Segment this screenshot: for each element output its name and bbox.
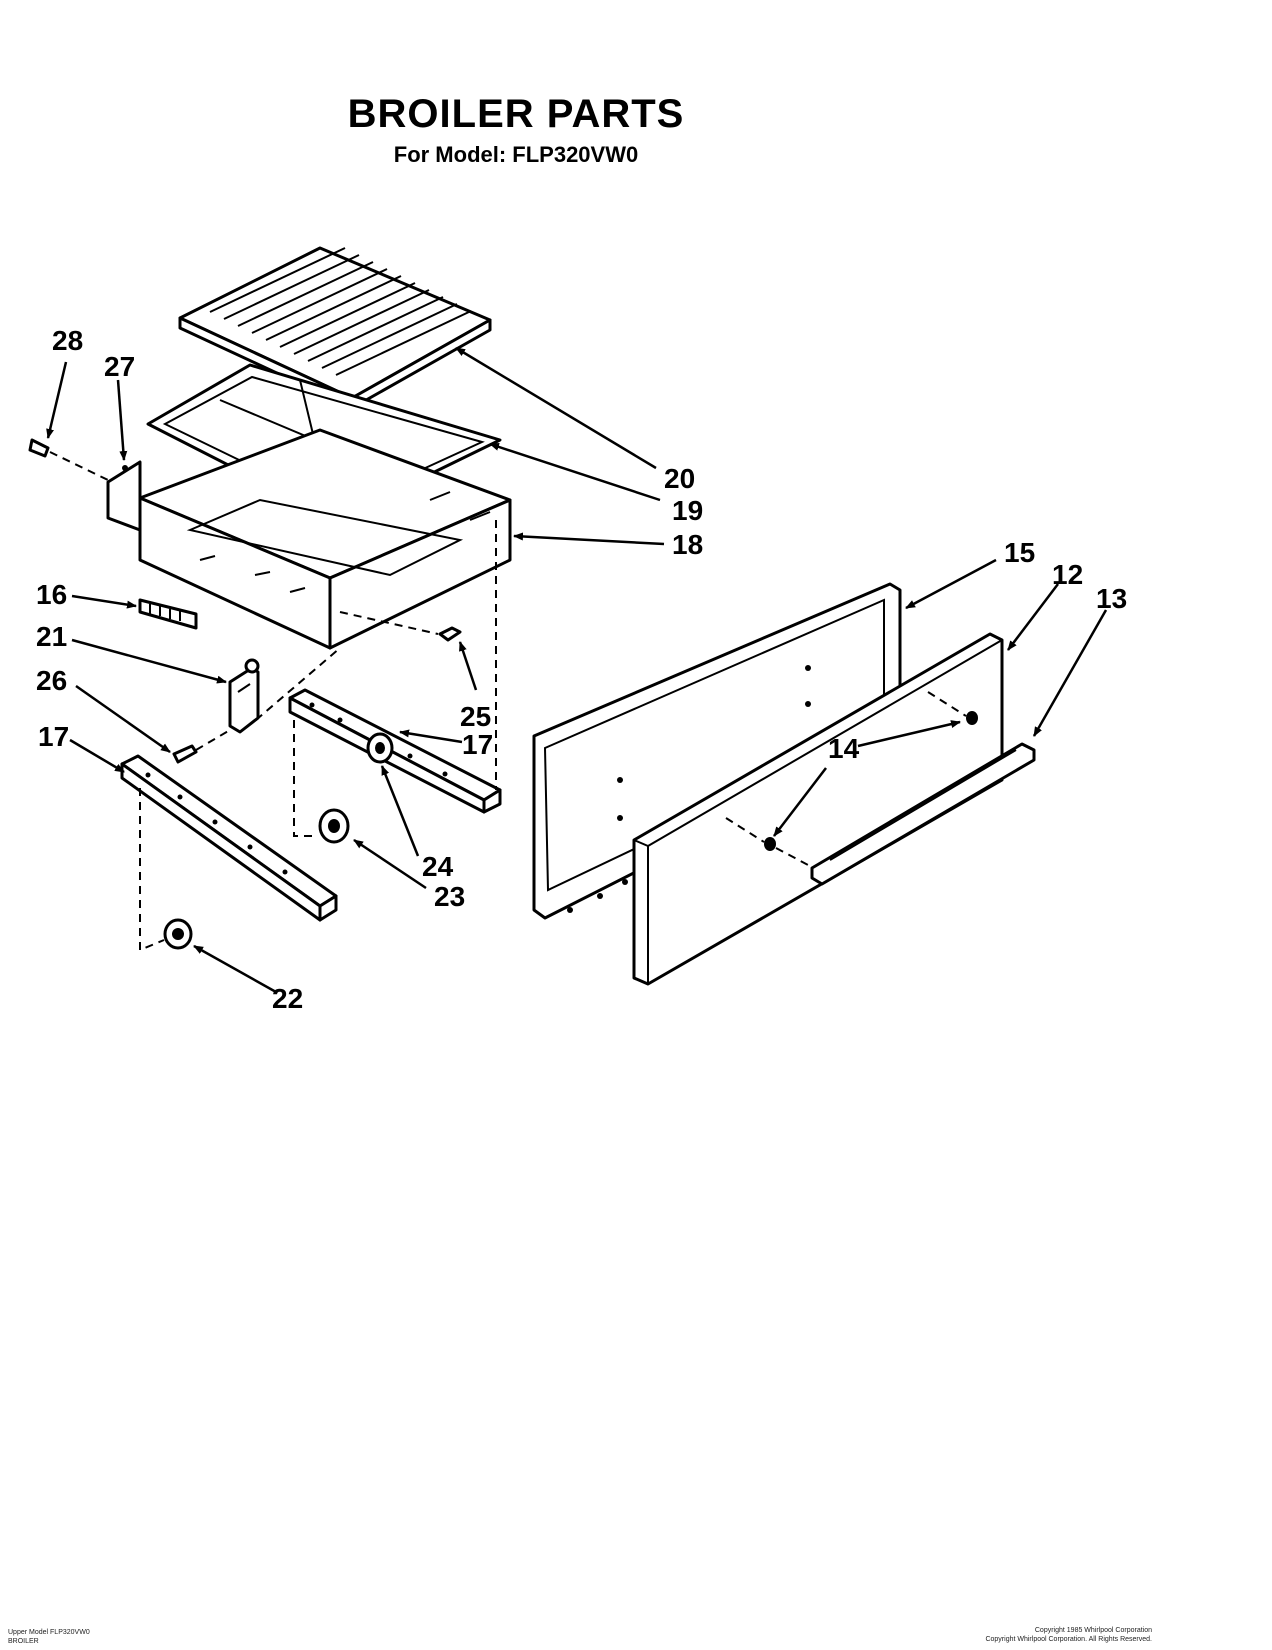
callout-12: 12	[1052, 559, 1083, 590]
callout-15: 15	[1004, 537, 1035, 568]
spark-strip-part	[138, 598, 198, 630]
callout-25: 25	[460, 701, 491, 732]
callout-14: 14	[828, 733, 860, 764]
side-bracket-part	[106, 460, 142, 532]
roller-23-part	[318, 808, 350, 844]
callout-27: 27	[104, 351, 135, 382]
door-handle-part	[810, 742, 1036, 886]
broiler-grid-part	[178, 246, 492, 410]
footer-right-line-1: Copyright 1985 Whirlpool Corporation	[1034, 1627, 1152, 1634]
handle-screws-part	[725, 691, 978, 867]
callout-22: 22	[272, 983, 303, 1014]
clip-25-part	[339, 611, 462, 642]
footer-right-line-2: Copyright Whirlpool Corporation. All Rig…	[985, 1636, 1152, 1643]
callout-17-upper: 17	[462, 729, 493, 760]
callout-24: 24	[422, 851, 454, 882]
roller-24-part	[366, 732, 394, 764]
callout-17-lower: 17	[38, 721, 69, 752]
latch-part	[228, 658, 260, 734]
diagram-title: BROILER PARTS	[347, 92, 685, 136]
callout-28: 28	[52, 325, 83, 356]
callout-numbers: 28 27 20 19 18 16 21 26 25 17 17 24 23 2…	[36, 325, 1127, 1014]
footer-copyright: Copyright 1985 Whirlpool Corporation Cop…	[985, 1626, 1152, 1644]
callout-20: 20	[664, 463, 695, 494]
callout-26: 26	[36, 665, 67, 696]
assembly-lines	[139, 520, 497, 952]
callout-21: 21	[36, 621, 67, 652]
footer-left-line-1: Upper Model FLP320VW0	[8, 1629, 90, 1636]
callout-19: 19	[672, 495, 703, 526]
model-subtitle: For Model: FLP320VW0	[393, 142, 639, 167]
callout-13: 13	[1096, 583, 1127, 614]
roller-22-part	[163, 918, 193, 950]
callout-23: 23	[434, 881, 465, 912]
broiler-drawer-part	[138, 428, 512, 650]
screw-28-part	[28, 438, 109, 481]
slide-rail-lower-part	[120, 754, 338, 922]
callout-18: 18	[672, 529, 703, 560]
screw-26-part	[172, 729, 231, 764]
leader-arrows	[46, 346, 1108, 994]
footer-left-line-2: BROILER	[8, 1638, 39, 1645]
footer-model-info: Upper Model FLP320VW0 BROILER	[8, 1628, 90, 1646]
callout-16: 16	[36, 579, 67, 610]
